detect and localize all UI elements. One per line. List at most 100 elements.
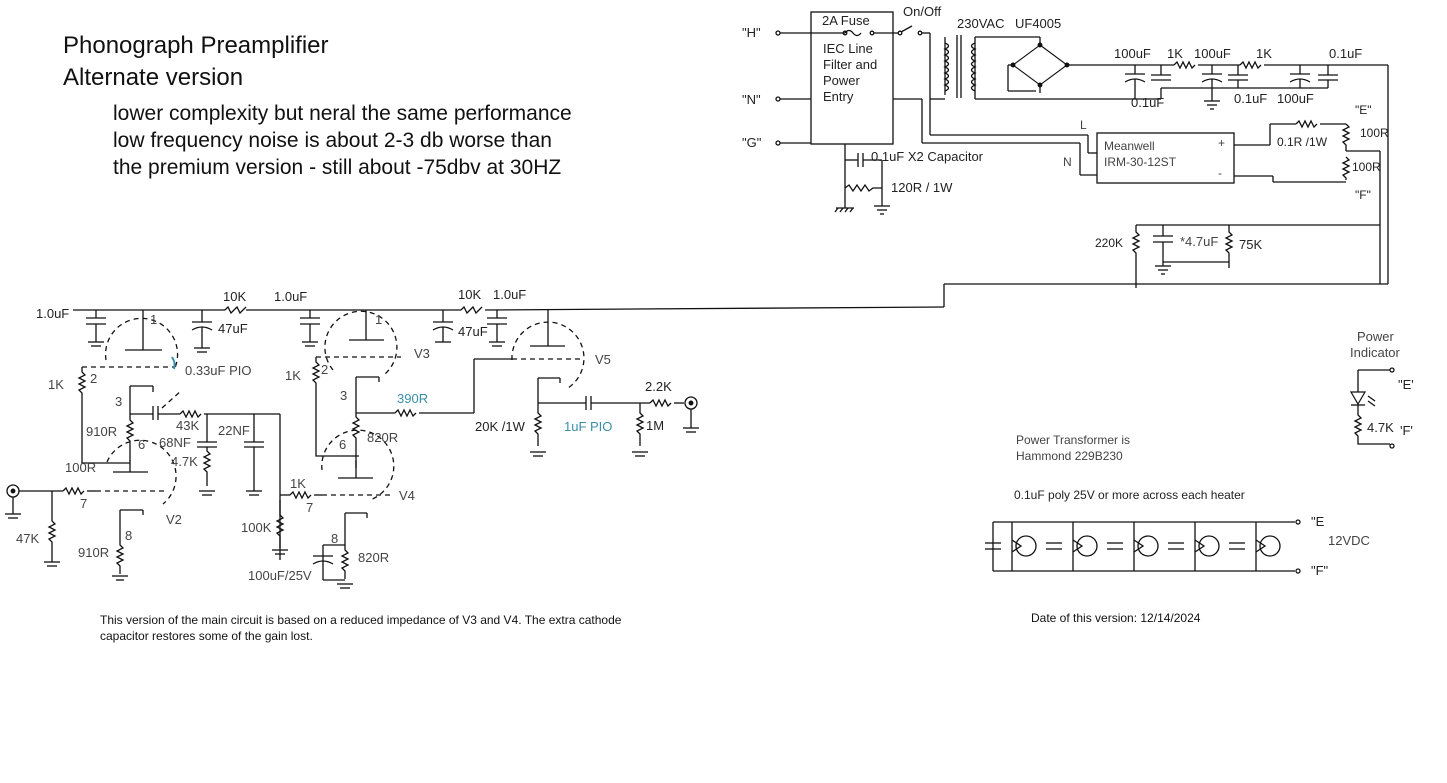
hv-r1-label: 1K — [1167, 46, 1183, 61]
iec-label-1: IEC Line — [823, 41, 873, 56]
description-line-1: lower complexity but neral the same perf… — [113, 102, 572, 125]
heater-filament-icon — [1076, 535, 1098, 557]
tube-v4-icon — [321, 429, 395, 545]
heater-supply-section — [1096, 119, 1381, 284]
tube-v5-label: V5 — [595, 352, 611, 367]
led-icon — [1349, 391, 1367, 406]
power-indicator-title-1: Power — [1357, 329, 1394, 344]
pin-v2-8: 8 — [125, 528, 133, 543]
heater-filament-icon — [1015, 535, 1037, 557]
terminal-n — [775, 96, 781, 102]
r-43k-label: 43K — [176, 418, 200, 433]
power-entry-section — [775, 11, 1100, 215]
terminal-h — [775, 30, 781, 36]
hv-c1-label: 100uF — [1114, 46, 1151, 61]
heater-filament-icon — [1137, 535, 1159, 557]
c-100uf-25v-label: 100uF/25V — [248, 568, 312, 583]
terminal-n-label: "N" — [742, 92, 761, 107]
c-1uf-b-label: 1.0uF — [274, 289, 308, 304]
pin-v1-3: 3 — [115, 394, 123, 409]
pin-v4-8: 8 — [331, 531, 339, 546]
node-f-label: "F" — [1355, 188, 1371, 202]
switch-label: On/Off — [903, 4, 942, 19]
pin-v3-3: 3 — [340, 388, 348, 403]
c-68nf-label: 68NF — [159, 435, 191, 450]
sense-resistor-label: 0.1R /1W — [1277, 135, 1328, 149]
pin-v3-1: 1 — [375, 312, 383, 327]
meanwell-name: Meanwell — [1104, 139, 1155, 153]
fuse-label: 2A Fuse — [822, 13, 870, 28]
hv-c5-label: 0.1uF — [1329, 46, 1363, 61]
bias-r-left-label: 220K — [1095, 236, 1124, 250]
pin-v1-1: 1 — [150, 312, 158, 327]
line-n-label: N — [1063, 155, 1072, 169]
bias-network-section — [1131, 224, 1380, 288]
bridge-rectifier-icon — [1007, 37, 1100, 93]
heater-node-f: "F" — [1311, 563, 1329, 578]
indicator-node-e: "E' — [1398, 377, 1414, 392]
terminal-h-label: "H" — [742, 25, 761, 40]
r-100r-label: 100R — [65, 460, 97, 475]
c-1uf-pio-label: 1uF PIO — [564, 419, 613, 434]
meanwell-plus: + — [1218, 136, 1226, 150]
r-1m-label: 1M — [646, 418, 665, 433]
iec-module-box — [810, 11, 894, 145]
tube-v5-icon — [511, 310, 585, 403]
heater-string-section — [985, 519, 1301, 574]
pin-v2-7: 7 — [80, 496, 88, 511]
hv-c2-label: 100uF — [1194, 46, 1231, 61]
meanwell-module-box — [1096, 132, 1235, 184]
circuit-note-1: This version of the main circuit is base… — [100, 613, 622, 627]
c-47uf-a-label: 47uF — [218, 321, 248, 336]
node-e-label: "E" — [1355, 103, 1372, 117]
tube-v3-label: V3 — [414, 346, 430, 361]
description-line-2: low frequency noise is about 2-3 db wors… — [113, 129, 552, 152]
terminal-g — [775, 140, 781, 146]
pin-v2-6: 6 — [138, 437, 146, 452]
meanwell-minus: - — [1218, 166, 1222, 180]
r-1k-v1-label: 1K — [48, 377, 64, 392]
hv-c-bottom-2-label: 0.1uF — [1234, 91, 1268, 106]
r-4k7-label: 4.7K — [171, 454, 198, 469]
power-indicator-section — [1349, 367, 1395, 449]
r-10k-a-label: 10K — [223, 289, 247, 304]
heater-filament-icon — [1198, 535, 1220, 557]
heater-filament-icon — [1259, 535, 1281, 557]
transformer-icon — [943, 35, 1040, 100]
tube-v4-label: V4 — [399, 488, 415, 503]
r-820-b-label: 820R — [358, 550, 390, 565]
balance-bottom-label: 100R — [1352, 160, 1381, 174]
r-2k2-label: 2.2K — [645, 379, 672, 394]
transformer-note-2: Hammond 229B230 — [1016, 449, 1123, 463]
transformer-voltage-label: 230VAC — [957, 16, 1005, 31]
terminal-g-label: "G" — [742, 135, 762, 150]
pin-v4-7: 7 — [306, 500, 314, 515]
hv-filter-section — [943, 60, 1389, 307]
meanwell-part: IRM-30-12ST — [1104, 155, 1177, 169]
iec-label-2: Filter and — [823, 57, 878, 72]
c-47uf-b-label: 47uF — [458, 324, 488, 339]
switch-icon — [900, 25, 913, 33]
r-20k-label: 20K /1W — [475, 419, 525, 434]
r-1k-v4-label: 1K — [290, 476, 306, 491]
c-033-label: 0.33uF PIO — [185, 363, 252, 378]
pin-v3-2: 2 — [321, 362, 329, 377]
r-910-a-label: 910R — [86, 424, 118, 439]
bias-r-right-label: 75K — [1239, 237, 1263, 252]
fuse-icon — [844, 29, 862, 37]
c-1uf-c-label: 1.0uF — [493, 287, 527, 302]
balance-top-label: 100R — [1360, 126, 1389, 140]
c-1uf-a-label: 1.0uF — [36, 306, 70, 321]
c-22nf-label: 22NF — [218, 423, 250, 438]
hv-c-bottom-1-label: 0.1uF — [1131, 95, 1165, 110]
tube-v3-icon — [316, 310, 401, 413]
bias-cap-label: *4.7uF — [1180, 234, 1219, 249]
page-subtitle: Alternate version — [63, 64, 244, 91]
iec-label-4: Entry — [823, 89, 854, 104]
heater-voltage: 12VDC — [1328, 533, 1370, 548]
ground-resistor-label: 120R / 1W — [891, 180, 953, 195]
tube-v2-icon — [96, 439, 177, 540]
tube-v2-label: V2 — [166, 512, 182, 527]
heater-caps-note: 0.1uF poly 25V or more across each heate… — [1014, 488, 1245, 502]
